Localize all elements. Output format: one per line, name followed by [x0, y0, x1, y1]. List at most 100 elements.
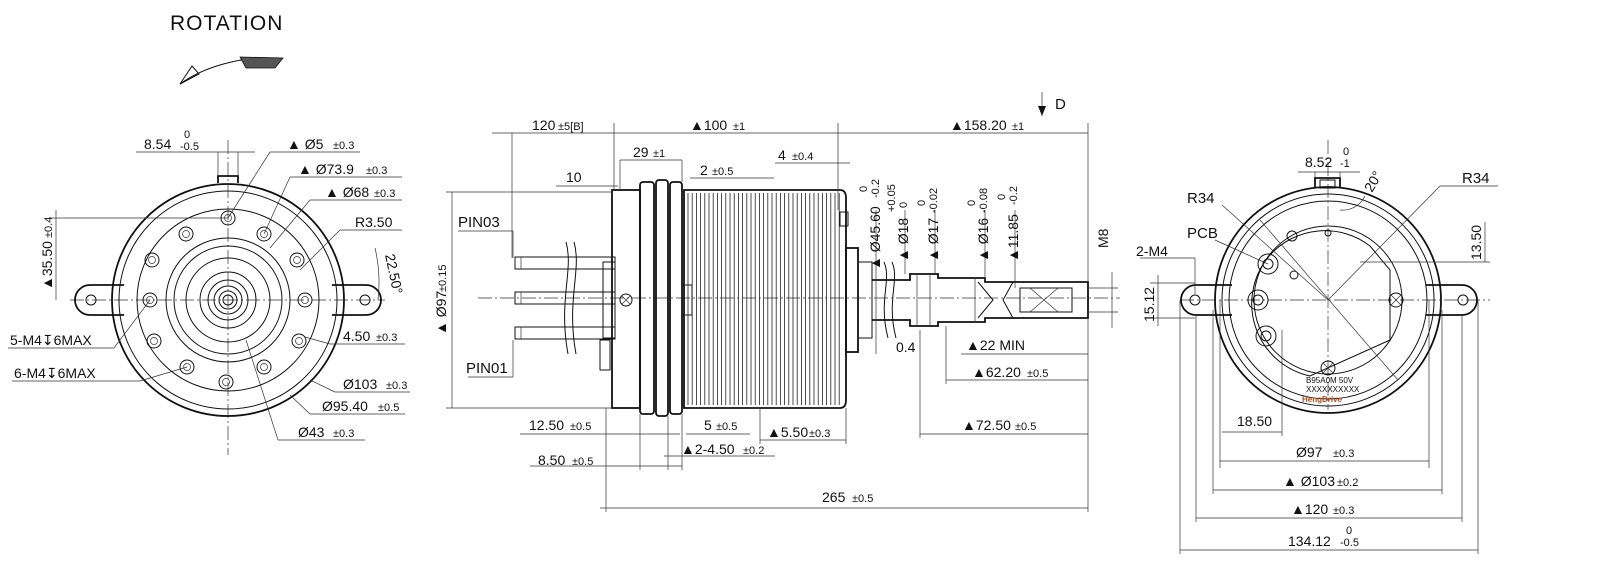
dim-dia-97-rear: Ø97	[1296, 444, 1323, 460]
dim-5-50: ▲5.50	[767, 424, 808, 440]
dim-dia-5: ▲ Ø5	[287, 136, 324, 152]
rotation-title: ROTATION	[170, 12, 283, 35]
svg-text:±5[B]: ±5[B]	[558, 121, 584, 133]
svg-text:-0.2: -0.2	[1008, 186, 1020, 205]
front-view	[8, 140, 410, 455]
rotation-arrow-icon	[179, 56, 284, 85]
rear-label-line-2: XXXXXXXXXX	[1306, 385, 1360, 394]
svg-text:±0.3: ±0.3	[809, 428, 830, 440]
svg-text:±0.3: ±0.3	[1333, 505, 1354, 517]
dim-62-20: ▲62.20	[972, 364, 1021, 380]
svg-text:±0.5: ±0.5	[716, 421, 737, 433]
svg-text:-0.2: -0.2	[870, 179, 882, 198]
dim-4: 4	[778, 147, 786, 163]
view-marker-d: D	[1055, 96, 1066, 113]
label-pcb: PCB	[1187, 225, 1218, 242]
rear-label-brand: HengDrive	[1302, 395, 1343, 404]
dim-r3-50: R3.50	[355, 214, 393, 230]
dim-dia-68: ▲ Ø68	[325, 184, 369, 200]
svg-text:±1: ±1	[733, 121, 745, 133]
dim-r34-right: R34	[1462, 170, 1490, 187]
svg-text:0: 0	[966, 200, 978, 206]
svg-text:0: 0	[1346, 525, 1352, 537]
svg-text:-0.02: -0.02	[928, 188, 940, 213]
dim-13-50: 13.50	[1468, 225, 1484, 260]
dim-8-54: 8.54	[144, 136, 171, 152]
svg-text:±0.2: ±0.2	[743, 445, 764, 457]
dim-dia-45-60: ▲ Ø45.60	[867, 206, 883, 270]
dim-8-52: 8.52	[1305, 154, 1332, 170]
svg-text:±0.3: ±0.3	[374, 188, 395, 200]
callout-5-m4: 5-M4↧6MAX	[10, 332, 92, 348]
dim-15-12: 15.12	[1141, 287, 1157, 322]
thread-m8: M8	[1095, 228, 1111, 248]
dim-72-50: ▲72.50	[962, 417, 1011, 433]
svg-text:0: 0	[916, 200, 928, 206]
dim-10: 10	[566, 169, 582, 185]
dim-35-50: ▲35.50	[39, 241, 55, 290]
side-dimensions: 120 ±5[B] ▲100 ±1 ▲158.20 ±1 D 29 ±1 2 ±…	[433, 96, 1111, 505]
dim-dia-95-40: Ø95.40	[322, 398, 368, 414]
svg-text:±0.3: ±0.3	[376, 332, 397, 344]
dim-dia-18: ▲ Ø18	[895, 218, 911, 262]
svg-text:0: 0	[858, 186, 870, 192]
svg-text:0: 0	[898, 202, 910, 208]
dim-dia-17: ▲ Ø17	[925, 218, 941, 262]
svg-text:0: 0	[996, 194, 1008, 200]
dim-dia-103-rear: ▲ Ø103	[1283, 473, 1335, 489]
callout-pin01: PIN01	[466, 360, 508, 377]
svg-text:±0.5: ±0.5	[1027, 368, 1048, 380]
dim-12-50: 12.50	[529, 417, 564, 433]
svg-text:±0.3: ±0.3	[386, 380, 407, 392]
svg-text:±1: ±1	[653, 148, 665, 160]
svg-text:0: 0	[1343, 146, 1349, 158]
svg-text:±0.5: ±0.5	[712, 166, 733, 178]
dim-100: ▲100	[690, 117, 727, 133]
dim-18-50: 18.50	[1237, 413, 1272, 429]
dim-dia-73-9: ▲ Ø73.9	[298, 161, 354, 177]
dim-dia-16: ▲ Ø16	[975, 218, 991, 262]
svg-text:±0.3: ±0.3	[333, 140, 354, 152]
svg-text:±0.4: ±0.4	[792, 151, 813, 163]
svg-text:±1: ±1	[1012, 121, 1024, 133]
dim-angle-20: 20°	[1361, 168, 1385, 194]
dim-2-4-50: ▲2-4.50	[681, 441, 735, 457]
svg-text:±0.5: ±0.5	[378, 402, 399, 414]
dim-dia-97: ▲ Ø97	[433, 291, 449, 335]
dim-8-50: 8.50	[538, 452, 565, 468]
dim-4-50: 4.50	[343, 328, 370, 344]
svg-text:±0.4: ±0.4	[43, 217, 55, 238]
dim-2: 2	[700, 162, 708, 178]
dim-29: 29	[633, 144, 649, 160]
dim-11-85: ▲11.85	[1005, 214, 1021, 262]
dim-dia-103: Ø103	[343, 376, 377, 392]
svg-text:±0.5: ±0.5	[1015, 421, 1036, 433]
svg-text:±0.3: ±0.3	[333, 428, 354, 440]
cooling-fins	[687, 193, 840, 405]
dim-265: 265	[822, 489, 846, 505]
svg-text:±0.3: ±0.3	[1333, 448, 1354, 460]
dim-134-12: 134.12	[1288, 533, 1331, 549]
dim-r34-left: R34	[1187, 190, 1215, 207]
svg-text:±0.5: ±0.5	[572, 456, 593, 468]
dim-22-min: ▲22 MIN	[966, 337, 1025, 353]
callout-6-m4: 6-M4↧6MAX	[14, 365, 96, 381]
svg-text:±0.5: ±0.5	[570, 421, 591, 433]
dim-angle-22-50: 22.50°	[382, 252, 406, 295]
rear-view: B95A0M 50V XXXXXXXXXX HengDrive	[1140, 140, 1498, 554]
svg-text:±0.2: ±0.2	[1337, 477, 1358, 489]
callout-2-m4: 2-M4	[1136, 243, 1168, 259]
dim-158-20: ▲158.20	[950, 117, 1007, 133]
dim-0-4: 0.4	[896, 339, 916, 355]
side-view	[446, 92, 1120, 512]
svg-text:±0.15: ±0.15	[437, 265, 449, 292]
svg-text:-0.5: -0.5	[180, 141, 199, 153]
svg-text:+0.05: +0.05	[886, 184, 898, 212]
rear-label-line-1: B95A0M 50V	[1306, 376, 1354, 385]
rear-dimensions: 8.52 0 -1 20° R34 R34 PCB 2-M4 13.50 15.…	[1136, 146, 1490, 549]
svg-text:0: 0	[184, 129, 190, 141]
dim-5: 5	[704, 417, 712, 433]
svg-text:±0.5: ±0.5	[852, 493, 873, 505]
svg-text:-0.5: -0.5	[1340, 537, 1359, 549]
